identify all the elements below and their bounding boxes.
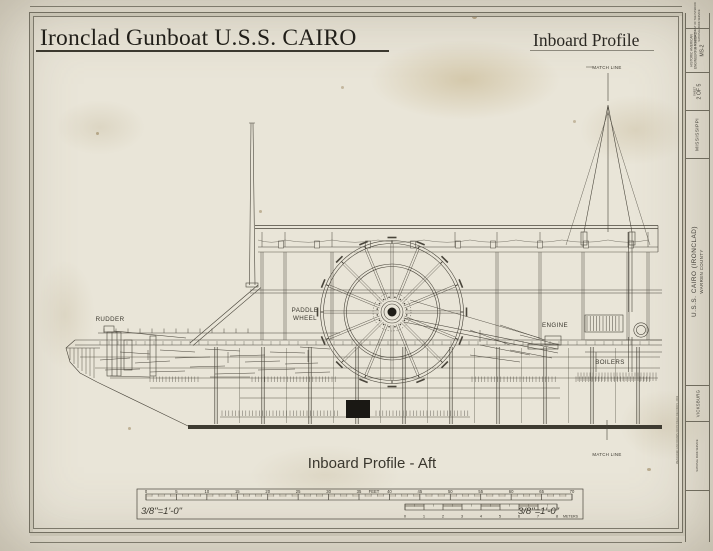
drawing-caption: Inboard Profile - Aft [308,455,437,472]
county-name: WARREN COUNTY [699,249,705,294]
margin-credit: MEASURED AND DRAWN FROM FIELD RECORDS, 2… [673,370,683,490]
svg-text:5: 5 [175,489,178,494]
scale-note-right: 3/8"=1'-0" [518,506,560,517]
sheet-label: SHEET [691,86,696,96]
svg-text:8: 8 [556,514,559,519]
meters-label: METERS [563,515,579,519]
svg-text:65: 65 [539,489,544,494]
svg-text:35: 35 [357,489,362,494]
title-block-state: MISSISSIPPI [685,110,710,158]
title-block-divider [685,158,710,159]
boilers-label: BOILERS [595,359,625,366]
paddle-wheel-label-1: PADDLE [292,307,319,314]
svg-text:3: 3 [461,514,464,519]
svg-text:5: 5 [499,514,502,519]
match-line-marks [586,66,608,440]
mast [245,122,259,288]
title-block-divider [685,421,710,422]
subtitle-underline [530,50,654,51]
structure-name: U.S.S. CAIRO (IRONCLAD) [690,225,698,318]
svg-text:45: 45 [418,489,423,494]
sheet-bottom-edge-line [30,542,682,543]
scale-note-left: 3/8"=1'-0" [141,506,183,517]
title-underline [36,50,389,52]
svg-text:6: 6 [518,514,521,519]
svg-text:60: 60 [509,489,514,494]
svg-text:20: 20 [265,489,270,494]
rudder-label: RUDDER [96,316,125,323]
deck-lines [75,225,662,429]
funnel-derrick [565,73,651,246]
sheet-top-edge-line [30,6,682,7]
svg-text:15: 15 [235,489,240,494]
title-block-fine-print: NATIONAL PARK SERVICE [685,421,710,490]
sheet-subtitle: Inboard Profile [533,30,640,50]
svg-text:55: 55 [478,489,483,494]
sheet-number: 2 OF 5 [696,83,703,99]
engine-label: ENGINE [542,322,568,329]
engine-machinery [99,299,562,378]
svg-text:70: 70 [570,489,575,494]
svg-text:40: 40 [387,489,392,494]
record-line-2: ENGINEERING RECORD [693,31,697,69]
svg-text:4: 4 [480,514,483,519]
svg-text:30: 30 [326,489,331,494]
title-block-right-rule [709,13,710,542]
stern-and-rudder [65,325,189,427]
svg-text:0: 0 [404,514,407,519]
svg-text:7: 7 [537,514,540,519]
fine-print: NATIONAL PARK SERVICE [695,439,699,472]
title-block-divider [685,490,710,491]
casemate-slope [189,284,262,346]
record-number: MS-2 [698,44,705,56]
svg-text:2: 2 [442,514,445,519]
margin-credit-text: MEASURED AND DRAWN FROM FIELD RECORDS, 2… [676,395,680,465]
title-block-divider [685,28,710,29]
sheet-title: Ironclad Gunboat U.S.S. CAIRO [40,25,357,51]
match-line-top-label: MATCH LINE [592,65,621,70]
svg-text:10: 10 [205,489,210,494]
svg-text:0: 0 [145,489,148,494]
wheel-axle [387,307,397,317]
feet-label: FEET [369,489,380,494]
title-block-left-rule [685,13,686,542]
keel-band [188,425,662,429]
state-name: MISSISSIPPI [694,117,700,151]
title-block-name: U.S.S. CAIRO (IRONCLAD) WARREN COUNTY [685,158,710,385]
title-block-city: VICKSBURG [685,385,710,421]
paddle-wheel-label-2: WHEEL [293,315,317,322]
solid-black-block [346,400,370,418]
svg-text:1: 1 [423,514,426,519]
boiler-machinery [577,232,662,381]
title-block-record: HISTORIC AMERICAN ENGINEERING RECORD MS-… [685,28,710,72]
match-line-bottom-label: MATCH LINE [592,452,621,457]
title-block-divider [685,110,710,111]
title-block-divider [685,72,710,73]
title-block-sheet: SHEET 2 OF 5 [685,72,710,110]
svg-text:50: 50 [448,489,453,494]
paddle-wheel [316,236,468,388]
svg-text:25: 25 [296,489,301,494]
city-name: VICKSBURG [694,389,700,417]
title-block-divider [685,385,710,386]
